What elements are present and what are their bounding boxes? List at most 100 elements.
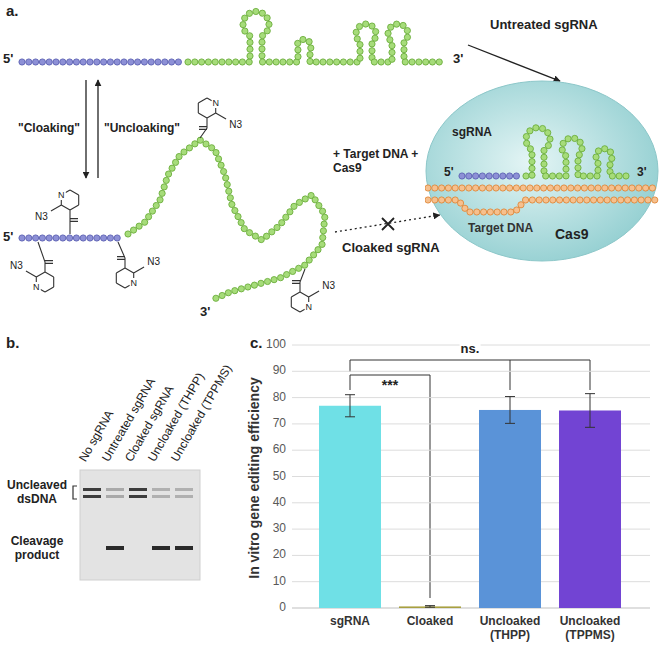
- protein-label-holder: Cas9: [555, 226, 588, 242]
- nucleotide: [334, 59, 340, 65]
- nucleotide: [60, 59, 66, 65]
- nucleotide: [175, 59, 181, 65]
- nucleotide: [232, 207, 238, 213]
- nucleotide: [445, 197, 451, 203]
- nucleotide: [321, 221, 327, 227]
- ring-atom-label: N: [129, 278, 138, 288]
- nucleotide: [356, 23, 362, 29]
- nucleotide: [218, 162, 224, 168]
- nucleotide: [547, 136, 553, 142]
- azidomethyl-nicotinate: [198, 98, 226, 138]
- nucleotide: [522, 197, 528, 203]
- edge-label: Untreated sgRNA: [490, 17, 598, 32]
- significance-mark-holder: ns.: [460, 342, 481, 357]
- ring-atom-label: N: [304, 302, 313, 312]
- nucleotide: [101, 59, 107, 65]
- nucleotide: [486, 173, 492, 179]
- nucleotide: [579, 146, 585, 152]
- nucleotide: [618, 197, 624, 203]
- nucleotide: [357, 41, 363, 47]
- nucleotide: [369, 41, 375, 47]
- end-label-holder: 5': [3, 52, 13, 67]
- azide-label-holder: N3: [322, 280, 335, 292]
- nucleotide: [404, 34, 410, 40]
- gel-background: [80, 470, 200, 580]
- connector: [97, 80, 98, 178]
- connector: [468, 45, 560, 81]
- molecule-label-holder: sgRNA: [452, 126, 492, 140]
- nucleotide: [240, 22, 246, 28]
- nucleotide: [534, 185, 540, 191]
- nucleotide: [624, 197, 630, 203]
- nucleotide: [239, 59, 245, 65]
- nucleotide: [221, 168, 227, 174]
- nucleotide: [623, 173, 629, 179]
- nucleotide: [607, 162, 613, 168]
- nucleotide: [284, 271, 290, 277]
- nucleotide: [473, 173, 479, 179]
- panel-letter-holder: a.: [6, 2, 19, 19]
- nucleotide: [577, 197, 583, 203]
- nucleotide: [401, 47, 407, 53]
- nucleotide: [87, 235, 93, 241]
- nucleotide: [508, 209, 514, 215]
- nucleotide: [616, 173, 622, 179]
- bond-lines: [51, 190, 79, 234]
- nucleotide: [529, 152, 535, 158]
- error-bar: [345, 395, 355, 417]
- bar: [319, 406, 381, 608]
- nucleotide: [500, 173, 506, 179]
- uncleaved-band: [129, 495, 147, 498]
- nucleotide: [252, 233, 258, 239]
- nucleotide: [155, 59, 161, 65]
- complex-illustration: [425, 125, 658, 215]
- nucleotide: [251, 282, 257, 288]
- tick-label-holder: 20: [273, 548, 286, 562]
- reagent-note: + Target DNA + Cas9: [333, 147, 418, 175]
- nucleotide: [320, 235, 326, 241]
- tick-label: 50: [273, 469, 286, 483]
- nucleotide: [146, 214, 152, 220]
- nucleotide: [565, 136, 571, 142]
- nucleotide: [39, 59, 45, 65]
- nucleotide: [229, 201, 235, 207]
- nucleotide: [73, 235, 79, 241]
- nucleotide: [581, 185, 587, 191]
- nucleotide: [259, 33, 265, 39]
- nucleotide: [258, 280, 264, 286]
- nucleotide: [46, 59, 52, 65]
- nucleotide: [363, 21, 369, 27]
- nucleotide: [121, 59, 127, 65]
- nucleotide: [277, 275, 283, 281]
- nucleotide: [238, 286, 244, 292]
- nucleotide: [19, 59, 25, 65]
- uncleaved-band: [152, 495, 170, 498]
- nucleotide: [575, 185, 581, 191]
- nucleotide: [247, 33, 253, 39]
- nucleotide: [513, 185, 519, 191]
- nucleotide: [486, 185, 492, 191]
- tick-label: 10: [273, 574, 286, 588]
- nucleotide: [283, 214, 289, 220]
- nucleotide: [107, 59, 113, 65]
- edge-label: "Uncloaking": [104, 121, 180, 135]
- ring-atom-label-holder: N: [211, 98, 220, 108]
- nucleotide: [369, 23, 375, 29]
- ring-atom-label: N: [32, 282, 41, 292]
- nucleotide: [409, 59, 415, 65]
- cas9-shape: [426, 81, 658, 261]
- nucleotide: [563, 173, 569, 179]
- uncleaved-band: [175, 495, 193, 498]
- nucleotide: [161, 184, 167, 190]
- nucleotide: [529, 172, 535, 178]
- nucleotide: [387, 37, 393, 43]
- azide-label: N3: [322, 280, 335, 291]
- nucleotide: [53, 59, 59, 65]
- tick-label: 40: [273, 495, 286, 509]
- uncleaved-band: [175, 488, 193, 491]
- end-label-holder: 5': [3, 230, 13, 245]
- edge-label: "Cloaking": [18, 121, 80, 135]
- nucleotide: [649, 185, 655, 191]
- nucleotide: [560, 140, 566, 146]
- nucleotide: [631, 197, 637, 203]
